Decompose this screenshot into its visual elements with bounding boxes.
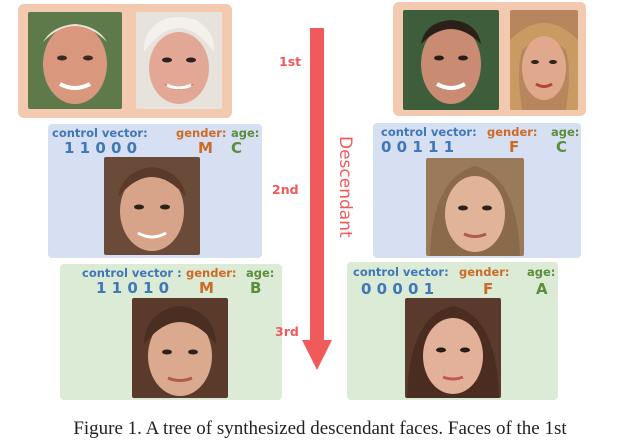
parents-panel-left [18,4,232,118]
parent-face-photo-male [28,12,122,109]
control-vector-value: 1 1 0 1 0 [96,279,170,297]
descendant-axis-label: Descendant [335,136,355,238]
age-label: age: [527,265,556,279]
gender-value: M [198,139,213,157]
age-value: C [231,139,243,157]
gender-label: gender: [186,266,237,280]
descendant-panel-gen3-left: control vector : gender: age: 1 1 0 1 0 … [60,264,282,400]
generation-label-2nd: 2nd [272,182,299,197]
descendant-panel-gen2-right: control vector: gender: age: 0 0 1 1 1 F… [373,123,581,258]
descendant-panel-gen3-right: control vector: gender: age: 0 0 0 0 1 F… [347,262,558,400]
generation-label-3rd: 3rd [275,324,299,339]
age-value: B [250,279,262,297]
gender-value: F [509,138,520,156]
control-vector-label: control vector : [82,266,182,280]
descendant-face-photo [405,298,501,398]
figure-caption: Figure 1. A tree of synthesized descenda… [73,418,567,439]
descendant-face-photo [104,157,200,255]
gender-label: gender: [487,125,538,139]
age-label: age: [551,125,580,139]
age-label: age: [231,126,260,140]
age-label: age: [246,266,275,280]
generation-label-1st: 1st [279,54,302,69]
gender-label: gender: [176,126,227,140]
control-vector-value: 1 1 0 0 0 [64,139,138,157]
parent-face-photo-female [510,10,578,110]
gender-label: gender: [459,265,510,279]
control-vector-label: control vector: [353,265,449,279]
parent-face-photo-male [403,10,499,110]
parents-panel-right [393,2,586,116]
age-value: C [556,138,568,156]
age-value: A [536,280,548,298]
descendant-arrow-icon [302,28,332,370]
descendant-face-photo [132,298,228,398]
control-vector-value: 0 0 1 1 1 [381,138,455,156]
gender-value: F [483,280,494,298]
gender-value: M [199,279,214,297]
control-vector-value: 0 0 0 0 1 [361,280,435,298]
descendant-panel-gen2-left: control vector: gender: age: 1 1 0 0 0 M… [48,124,262,258]
control-vector-label: control vector: [52,126,148,140]
control-vector-label: control vector: [381,125,477,139]
parent-face-photo-female [136,12,222,109]
descendant-face-photo [426,158,524,256]
